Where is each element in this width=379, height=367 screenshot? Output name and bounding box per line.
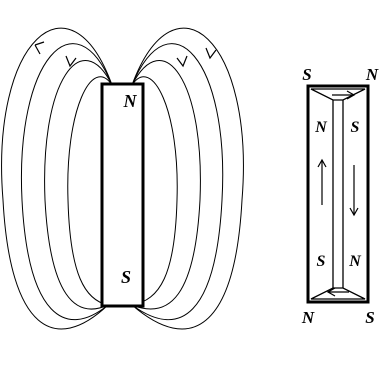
split-inner-left-top-label: N: [314, 119, 328, 136]
field-line-right-outer: [132, 28, 243, 329]
bar-magnet-south-label: S: [121, 267, 131, 287]
arrow-right-outer: [206, 48, 216, 58]
split-inner-right-top-label: S: [351, 119, 360, 136]
arrow-right-inner: [177, 56, 187, 66]
split-inner-left-bottom-label: S: [317, 253, 326, 270]
field-line-left-outer: [2, 28, 112, 329]
field-arrows: [35, 42, 216, 66]
arrow-left-outer: [35, 42, 44, 54]
split-inner-right-bottom-label: N: [348, 253, 362, 270]
bar-magnet-north-label: N: [123, 91, 138, 111]
split-outer-bottom-right-label: S: [365, 308, 374, 327]
field-line-left-2: [21, 44, 112, 320]
split-outer-top-right-label: N: [365, 65, 379, 84]
split-outer-bottom-left-label: N: [301, 308, 315, 327]
split-outer-top-left-label: S: [302, 65, 311, 84]
